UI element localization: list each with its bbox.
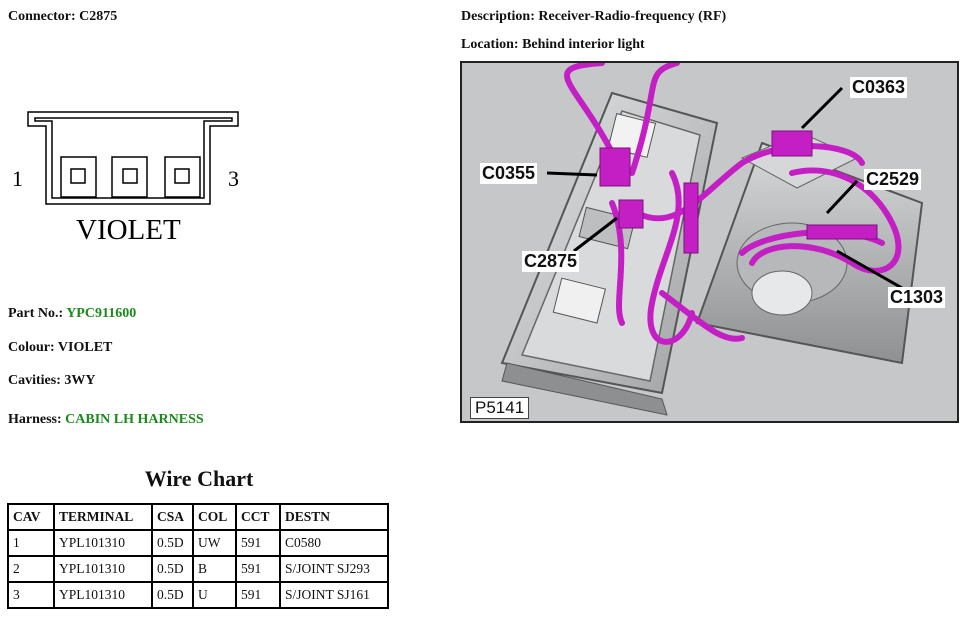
table-row: 1 YPL101310 0.5D UW 591 C0580	[7, 529, 389, 557]
cell-cav: 1	[7, 529, 55, 557]
cell-terminal: YPL101310	[53, 529, 153, 557]
cavity-3	[164, 156, 201, 198]
header-terminal: TERMINAL	[53, 503, 153, 531]
connector-face-drawing: 1 3 VIOLET	[12, 111, 239, 246]
connector-c0355-block	[599, 147, 631, 187]
cell-csa: 0.5D	[151, 581, 194, 609]
header-cav: CAV	[7, 503, 55, 531]
location-field: Location: Behind interior light	[461, 37, 645, 53]
connector-c2875-block	[618, 199, 644, 229]
location-value: Behind interior light	[522, 37, 645, 52]
connector-housing-outline	[27, 111, 239, 205]
part-no-link[interactable]: YPC911600	[66, 306, 137, 321]
cavity-2-terminal	[122, 168, 138, 184]
location-photo-illustration	[462, 63, 957, 421]
description-label: Description:	[461, 9, 535, 24]
cell-csa: 0.5D	[151, 529, 194, 557]
cell-cct: 591	[235, 529, 281, 557]
wire-chart-title: Wire Chart	[144, 466, 254, 491]
harness-field: Harness: CABIN LH HARNESS	[8, 412, 204, 428]
cell-col: B	[192, 555, 237, 583]
harness-label: Harness:	[8, 412, 62, 427]
wire-chart-header-row: CAV TERMINAL CSA COL CCT DESTN	[7, 503, 389, 531]
part-no-label-text: Part No.:	[8, 306, 64, 321]
colour-field: Colour: VIOLET	[8, 340, 112, 356]
interior-light-housing	[500, 91, 719, 416]
table-row: 2 YPL101310 0.5D B 591 S/JOINT SJ293	[7, 555, 389, 583]
cell-destn: S/JOINT SJ293	[279, 555, 389, 583]
callout-c0355: C0355	[480, 163, 538, 184]
header-destn: DESTN	[279, 503, 389, 531]
harness-link[interactable]: CABIN LH HARNESS	[65, 412, 204, 427]
callout-c0363: C0363	[850, 77, 908, 98]
connector-c0363-block	[771, 130, 813, 157]
photo-id-label: P5141	[470, 397, 530, 419]
connector-c1303-block	[806, 224, 878, 240]
description-field: Description: Receiver-Radio-frequency (R…	[461, 9, 726, 25]
cavity-3-terminal	[174, 168, 190, 184]
cavity-2	[111, 156, 148, 198]
cell-cav: 2	[7, 555, 55, 583]
colour-label: Colour:	[8, 340, 55, 355]
cell-csa: 0.5D	[151, 555, 194, 583]
location-photo: C0363 C0355 C2529 C2875 C1303 P5141	[460, 61, 959, 423]
cell-cct: 591	[235, 555, 281, 583]
cavities-field: Cavities: 3WY	[8, 373, 96, 389]
cell-terminal: YPL101310	[53, 555, 153, 583]
cell-col: UW	[192, 529, 237, 557]
cell-terminal: YPL101310	[53, 581, 153, 609]
wire-chart-table: CAV TERMINAL CSA COL CCT DESTN 1 YPL1013…	[7, 503, 389, 609]
connector-field: Connector: C2875	[8, 9, 117, 25]
pin-1-label: 1	[12, 166, 23, 191]
cavity-1-terminal	[70, 168, 86, 184]
callout-c1303: C1303	[888, 287, 946, 308]
cell-destn: C0580	[279, 529, 389, 557]
connector-blocks	[599, 130, 878, 254]
callout-leader-lines	[546, 86, 903, 290]
part-no-field: Part No.: YPC911600	[8, 306, 136, 322]
cell-cct: 591	[235, 581, 281, 609]
pin-3-label: 3	[228, 166, 239, 191]
table-row: 3 YPL101310 0.5D U 591 S/JOINT SJ161	[7, 581, 389, 609]
description-value: Receiver-Radio-frequency (RF)	[538, 9, 727, 24]
header-csa: CSA	[151, 503, 194, 531]
header-cct: CCT	[235, 503, 281, 531]
cell-col: U	[192, 581, 237, 609]
cavity-1	[60, 156, 97, 198]
connector-value: C2875	[79, 9, 118, 24]
harness-sleeve	[683, 182, 699, 254]
header-col: COL	[192, 503, 237, 531]
callout-c2875: C2875	[522, 251, 580, 272]
connector-colour-text: VIOLET	[76, 214, 181, 246]
cell-cav: 3	[7, 581, 55, 609]
cavities-label: Cavities:	[8, 373, 61, 388]
connector-label: Connector:	[8, 9, 76, 24]
colour-value: VIOLET	[57, 340, 113, 355]
cell-destn: S/JOINT SJ161	[279, 581, 389, 609]
callout-c2529: C2529	[864, 169, 922, 190]
cavities-value: 3WY	[64, 373, 96, 388]
connector-housing-inner	[34, 117, 233, 199]
location-label: Location:	[461, 37, 519, 52]
